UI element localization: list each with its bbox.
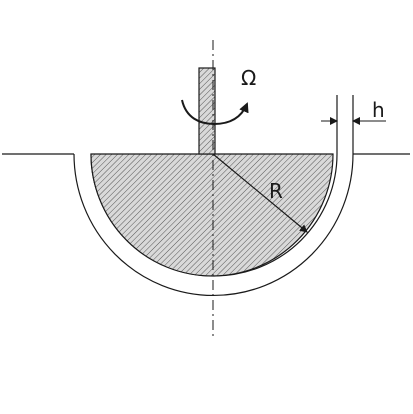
gap-label: h xyxy=(372,98,385,122)
omega-label: Ω xyxy=(241,66,256,90)
radius-arrow xyxy=(212,153,308,233)
drive-shaft xyxy=(198,67,216,155)
radius-label: R xyxy=(269,179,283,203)
container-outer-wall xyxy=(73,95,354,297)
rotation-arrow-icon xyxy=(181,99,249,126)
rotating-hemisphere xyxy=(90,153,334,277)
